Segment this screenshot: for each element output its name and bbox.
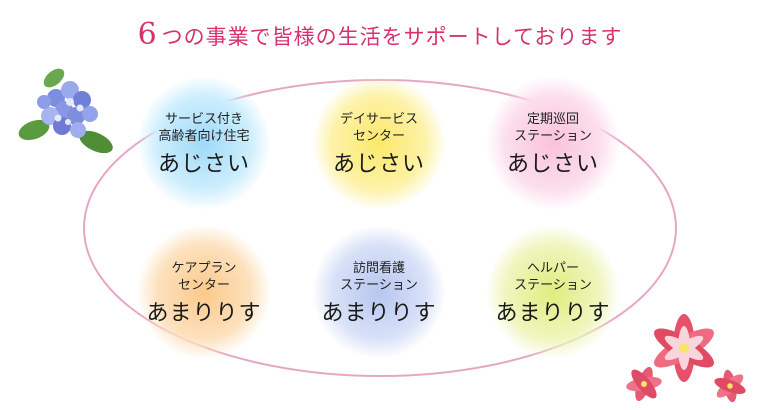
heading-text: つの事業で皆様の生活をサポートしております (161, 25, 623, 49)
service-circle-home-nursing[interactable]: 訪問看護 ステーション あまりりす (313, 226, 445, 358)
amaryllis-icon (626, 314, 746, 403)
service-name: あまりりす (495, 301, 611, 326)
service-category: デイサービス センター (339, 112, 418, 144)
service-circle-care-plan[interactable]: ケアプラン センター あまりりす (138, 226, 270, 358)
service-circle-regular-patrol[interactable]: 定期巡回 ステーション あじさい (487, 77, 619, 209)
service-category: ケアプラン センター (171, 261, 237, 293)
service-category: 定期巡回 ステーション (514, 112, 592, 144)
service-name: あじさい (157, 152, 250, 177)
service-name: あじさい (506, 152, 599, 177)
service-circle-helper[interactable]: ヘルパー ステーション あまりりす (487, 226, 619, 358)
service-name: あまりりす (321, 301, 437, 326)
service-category: 訪問看護 ステーション (340, 261, 418, 293)
service-circle-sakoju[interactable]: サービス付き 高齢者向け住宅 あじさい (138, 77, 270, 209)
hydrangea-icon (18, 68, 113, 154)
service-category: サービス付き 高齢者向け住宅 (158, 112, 250, 144)
service-name: あじさい (332, 152, 425, 177)
heading-number: 6 (137, 17, 158, 52)
service-circle-day-service[interactable]: デイサービス センター あじさい (313, 77, 445, 209)
service-category: ヘルパー ステーション (514, 261, 592, 293)
service-name: あまりりす (146, 301, 262, 326)
